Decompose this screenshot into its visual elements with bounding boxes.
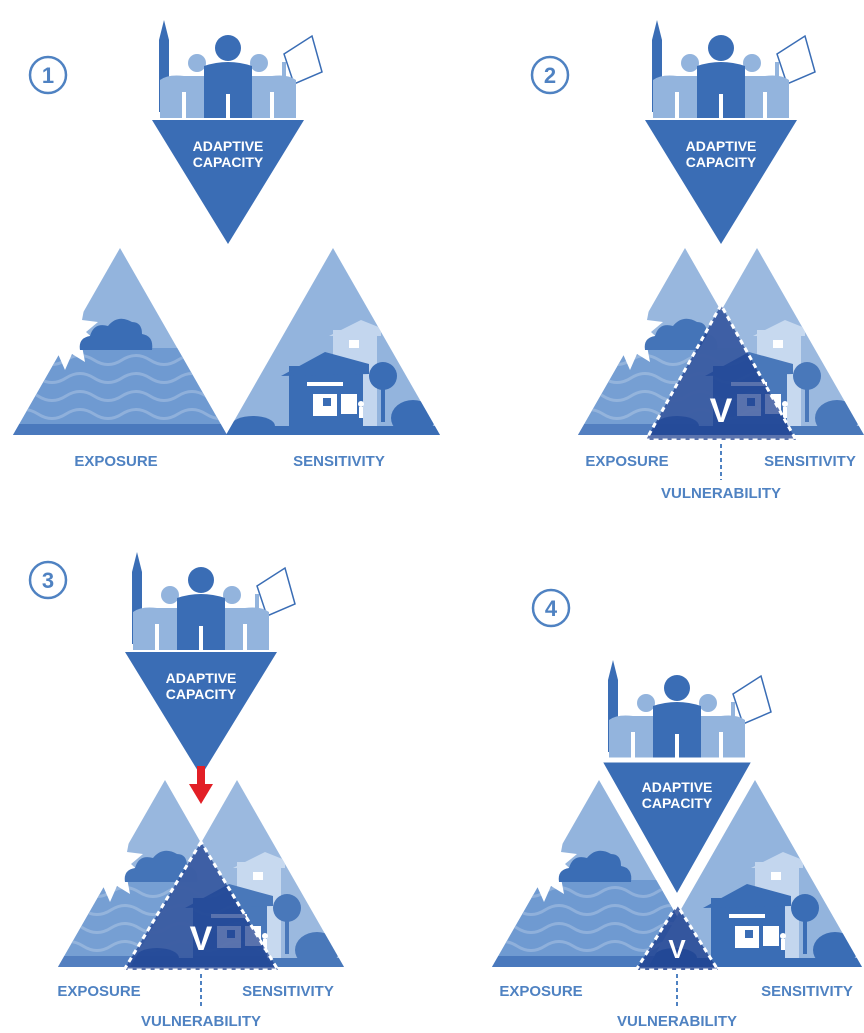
panel-number: 3 bbox=[42, 568, 54, 593]
down-arrow-icon bbox=[189, 766, 213, 804]
panel-number-badge: 4 bbox=[531, 588, 571, 628]
sensitivity-label: SENSITIVITY bbox=[242, 983, 334, 1000]
exposure-mountain bbox=[10, 248, 234, 438]
vulnerability-mark: V bbox=[668, 934, 686, 964]
adaptive-capacity-label: CAPACITY bbox=[642, 795, 713, 811]
panel-4: 4 V ADAPTIVE CAPACITY EXPOSURE SENSITIVI… bbox=[489, 588, 864, 1030]
adaptive-capacity-triangle bbox=[594, 757, 760, 904]
people-icon bbox=[607, 659, 772, 759]
vulnerability-label: VULNERABILITY bbox=[141, 1013, 261, 1030]
adaptive-capacity-label: ADAPTIVE bbox=[166, 670, 237, 686]
panel-3: 3 V ADAPTIVE CAPACITY EXPOSURE SENSITIVI… bbox=[28, 551, 347, 1030]
adaptive-capacity-label: ADAPTIVE bbox=[686, 138, 757, 154]
people-icon bbox=[651, 19, 816, 119]
panel-number: 1 bbox=[42, 63, 54, 88]
sensitivity-mountain bbox=[223, 248, 443, 436]
people-icon bbox=[131, 551, 296, 651]
panel-number-badge: 1 bbox=[28, 55, 68, 95]
panel-number: 4 bbox=[545, 596, 558, 621]
panel-number-badge: 2 bbox=[530, 55, 570, 95]
vulnerability-overlap: V bbox=[633, 902, 721, 972]
people-icon bbox=[158, 19, 323, 119]
panel-number-badge: 3 bbox=[28, 560, 68, 600]
exposure-label: EXPOSURE bbox=[74, 453, 157, 470]
panel-2: 2 V ADAPTIVE CAPACITY EXPOSURE SENSITIVI… bbox=[530, 19, 864, 502]
vulnerability-mark: V bbox=[190, 920, 213, 958]
adaptive-capacity: ADAPTIVE CAPACITY bbox=[594, 659, 772, 904]
vulnerability-mark: V bbox=[710, 392, 733, 430]
adaptive-capacity-triangle bbox=[645, 120, 797, 244]
adaptive-capacity-label: ADAPTIVE bbox=[642, 779, 713, 795]
vulnerability-overlap: V bbox=[643, 301, 799, 442]
adaptive-capacity-triangle bbox=[125, 652, 277, 776]
adaptive-capacity-label: CAPACITY bbox=[686, 154, 757, 170]
sensitivity-label: SENSITIVITY bbox=[764, 453, 856, 470]
exposure-label: EXPOSURE bbox=[57, 983, 140, 1000]
sensitivity-label: SENSITIVITY bbox=[761, 983, 853, 1000]
adaptive-capacity-label: CAPACITY bbox=[166, 686, 237, 702]
vulnerability-label: VULNERABILITY bbox=[661, 485, 781, 502]
adaptive-capacity: ADAPTIVE CAPACITY bbox=[645, 19, 816, 244]
exposure-label: EXPOSURE bbox=[585, 453, 668, 470]
adaptive-capacity-triangle bbox=[152, 120, 304, 244]
exposure-label: EXPOSURE bbox=[499, 983, 582, 1000]
panel-number: 2 bbox=[544, 63, 556, 88]
sensitivity-label: SENSITIVITY bbox=[293, 453, 385, 470]
adaptive-capacity: ADAPTIVE CAPACITY bbox=[152, 19, 323, 244]
adaptive-capacity-label: ADAPTIVE bbox=[193, 138, 264, 154]
adaptive-capacity: ADAPTIVE CAPACITY bbox=[125, 551, 296, 776]
adaptive-capacity-label: CAPACITY bbox=[193, 154, 264, 170]
vulnerability-label: VULNERABILITY bbox=[617, 1013, 737, 1030]
panel-1: 1 ADAPTIVE CAPACITY EXPOSURE SENSITIVITY bbox=[10, 19, 443, 470]
vulnerability-overlap: V bbox=[121, 839, 281, 972]
